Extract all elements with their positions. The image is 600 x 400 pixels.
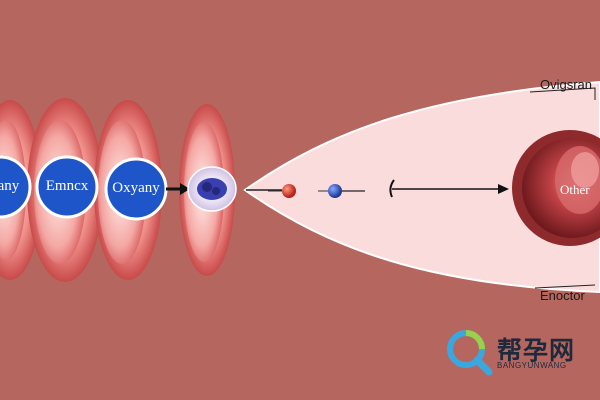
label-top-right: Ovigsran xyxy=(540,77,593,92)
circle-1-label: Oany xyxy=(0,178,20,194)
circle-3-label: Oxyany xyxy=(112,180,160,196)
arrow-to-organ xyxy=(389,179,509,198)
watermark-brand: 帮孕网 xyxy=(497,336,576,365)
circle-2-label: Emncx xyxy=(45,178,89,194)
watermark-logo: 帮孕网 BANGYUNWANG xyxy=(445,328,595,376)
label-organ: Other xyxy=(560,182,590,197)
watermark-subtitle: BANGYUNWANG xyxy=(497,361,567,370)
sperm-blue xyxy=(318,184,365,198)
egg-cell xyxy=(187,166,237,212)
circle-stage-2 xyxy=(35,155,99,219)
arrow-stage-3 xyxy=(166,183,190,195)
label-bottom-right: Enoctor xyxy=(540,288,585,303)
funnel-shape xyxy=(243,80,600,294)
circle-stage-1 xyxy=(0,155,32,219)
bracket-top xyxy=(529,87,596,100)
magnifier-logo-icon xyxy=(447,330,493,376)
sperm-red xyxy=(268,184,296,198)
bracket-bottom xyxy=(534,284,596,289)
uterus-organ xyxy=(512,130,600,246)
